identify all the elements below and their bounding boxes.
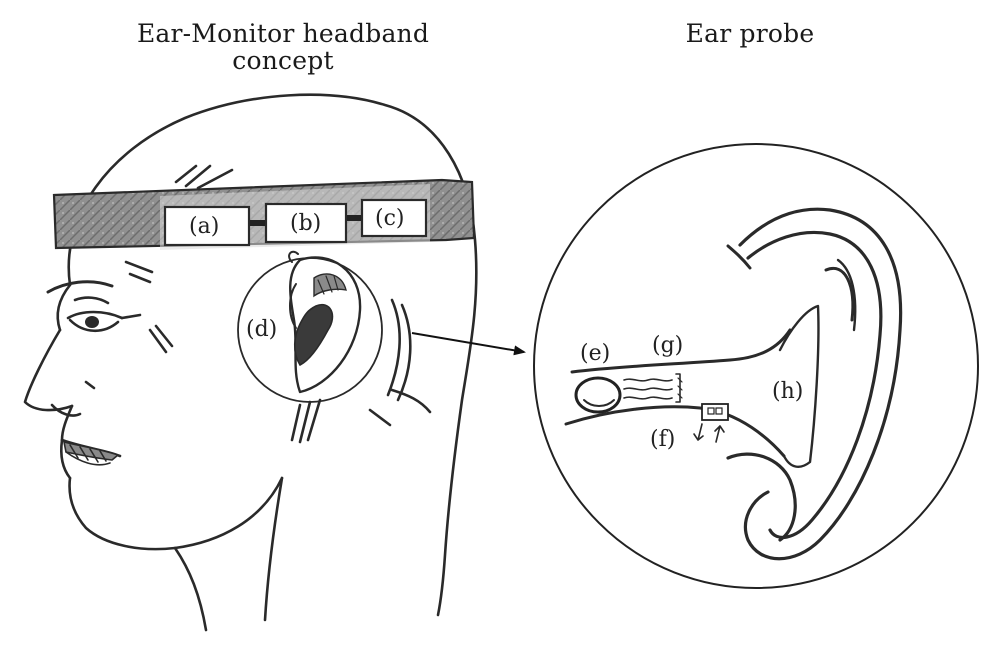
label-h: (h) <box>772 379 803 404</box>
head-sketch <box>23 93 478 632</box>
module-b: (b) <box>264 202 348 244</box>
label-e: (e) <box>580 341 610 366</box>
module-a: (a) <box>163 205 251 247</box>
headband-title: Ear-Monitor headband concept <box>118 20 448 74</box>
headband-title-line1: Ear-Monitor headband <box>136 19 430 48</box>
label-f: (f) <box>650 427 675 452</box>
label-d: (d) <box>246 317 277 342</box>
zoom-arrow <box>411 332 526 356</box>
label-g: (g) <box>652 333 683 358</box>
lips-hatching <box>63 441 119 466</box>
ear-probe-detail: (e) (g) (f) (h) <box>533 143 979 589</box>
headband-title-line2: concept <box>232 46 334 75</box>
module-c: (c) <box>360 198 428 238</box>
ear-detail: (d) <box>237 250 383 403</box>
ear-probe-title: Ear probe <box>685 19 815 48</box>
label-c: (c) <box>375 206 405 231</box>
label-a: (a) <box>189 214 219 239</box>
label-b: (b) <box>290 211 321 236</box>
